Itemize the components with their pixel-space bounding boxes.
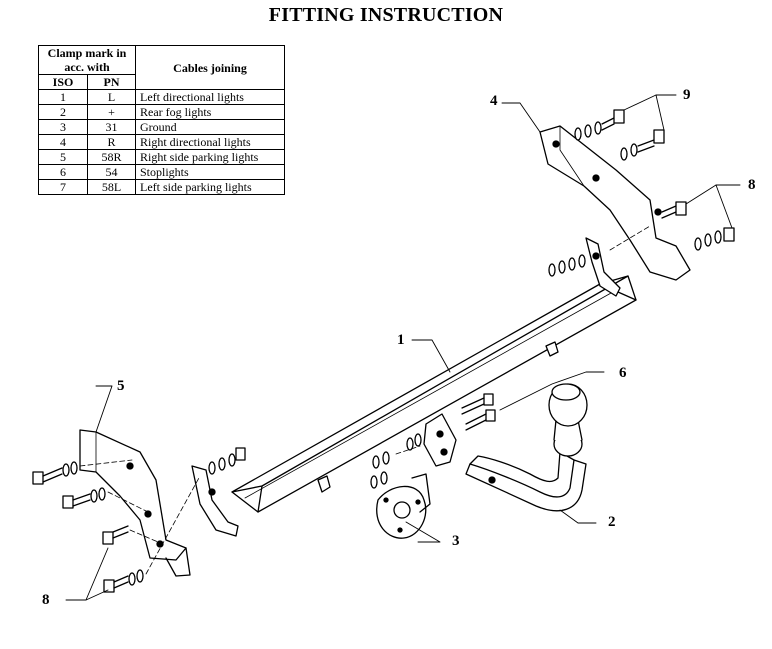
bolts-right [548, 201, 735, 277]
table-row: 6 54 Stoplights [37, 164, 285, 180]
right-bracket [539, 125, 691, 297]
bolts-top [574, 109, 665, 161]
table-row: 5 58R Right side parking lights [37, 149, 285, 165]
callout-5: 5 [117, 378, 125, 394]
clamp-table: Clamp mark in acc. with Cables joining I… [37, 45, 285, 195]
left-bracket [79, 429, 239, 577]
cable-cell: Right directional lights [135, 134, 285, 150]
clamp-mark-header: Clamp mark in acc. with [38, 45, 136, 75]
iso-cell: 7 [37, 179, 89, 195]
callout-1: 1 [397, 332, 405, 348]
table-row: 7 58L Left side parking lights [37, 179, 285, 195]
callout-4: 4 [490, 93, 498, 109]
leader-lines [65, 94, 741, 601]
pn-cell: 58R [87, 149, 136, 165]
crossbar [231, 275, 637, 513]
tow-ball [465, 383, 588, 512]
cable-cell: Left side parking lights [135, 179, 285, 195]
nuts-left-crossbar [208, 447, 246, 475]
callout-9: 9 [683, 87, 691, 103]
socket-plate [376, 473, 431, 539]
cable-cell: Right side parking lights [135, 149, 285, 165]
cable-cell: Rear fog lights [135, 104, 285, 120]
page-title: FITTING INSTRUCTION [268, 4, 504, 26]
ball-mount-plate [423, 413, 457, 467]
pn-header: PN [87, 74, 136, 90]
table-row: 4 R Right directional lights [37, 134, 285, 150]
bolts-left-upper [32, 459, 149, 513]
ball-bolts [370, 393, 496, 489]
iso-cell: 4 [37, 134, 89, 150]
callout-8-left: 8 [42, 592, 50, 608]
callout-8-right: 8 [748, 177, 756, 193]
callout-2: 2 [608, 514, 616, 530]
callout-6: 6 [619, 365, 627, 381]
callout-3: 3 [452, 533, 460, 549]
bolts-left-lower [102, 475, 201, 593]
table-row: 2 + Rear fog lights [37, 104, 285, 120]
